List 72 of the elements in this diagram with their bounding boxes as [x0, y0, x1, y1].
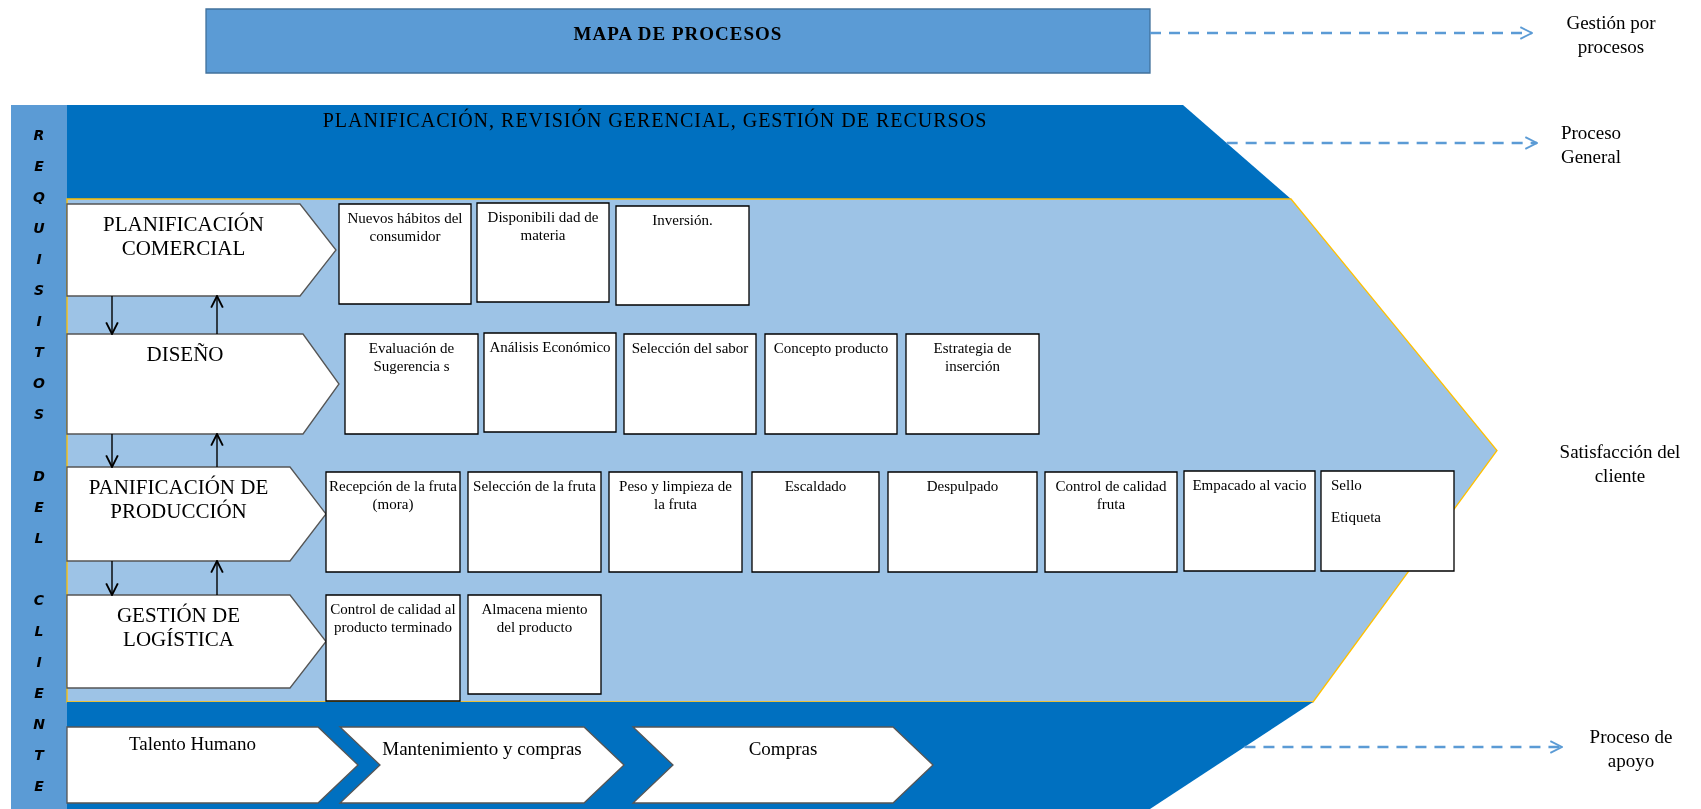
- process-step: [67, 467, 326, 561]
- dashed-arrow: [1150, 26, 1533, 40]
- annotation-text: Proceso de apoyo: [1566, 725, 1696, 777]
- activity-box: [1184, 471, 1315, 571]
- arrow: [105, 433, 119, 468]
- activity-box: [1321, 471, 1454, 571]
- activity-text: Etiqueta: [1330, 508, 1382, 526]
- activity-text: Control de calidad al producto terminado: [329, 600, 457, 636]
- process-step: [67, 334, 339, 434]
- activity-box: [468, 472, 601, 572]
- activity-box: [906, 334, 1039, 434]
- activity-box: [326, 472, 460, 572]
- activity-text: Escaldado: [783, 477, 848, 495]
- process-step: [67, 595, 326, 688]
- side-band: [11, 105, 67, 809]
- arrow: [105, 560, 119, 596]
- arrow: [210, 433, 224, 468]
- process-label: PANIFICACIÓN DE PRODUCCIÓN: [87, 474, 270, 524]
- activity-box: [1045, 472, 1177, 572]
- annotation-text: Satisfacción del cliente: [1558, 440, 1682, 488]
- arrow: [210, 560, 224, 596]
- dashed-arrow: [1244, 740, 1563, 754]
- process-label: Talento Humano: [128, 732, 257, 755]
- annotation-text: Gestión por procesos: [1536, 11, 1686, 63]
- activity-text: Concepto producto: [772, 339, 890, 357]
- activity-box: [468, 595, 601, 694]
- activity-box: [477, 203, 609, 302]
- dashed-arrow: [1226, 136, 1538, 150]
- activity-text: Inversión.: [651, 211, 714, 229]
- process-label: Mantenimiento y compras: [381, 737, 583, 761]
- activity-text: Nuevos hábitos del consumidor: [346, 209, 464, 245]
- activity-text: Estrategia de inserción: [932, 339, 1013, 375]
- activity-box: [616, 206, 749, 305]
- process-step: [67, 727, 358, 803]
- process-band: [67, 702, 1313, 809]
- activity-text: Control de calidad fruta: [1054, 477, 1168, 513]
- process-arrow-area: [67, 199, 1497, 702]
- process-band: [67, 105, 1291, 199]
- title-banner: [206, 9, 1150, 73]
- arrow: [210, 295, 224, 335]
- activity-box: [609, 472, 742, 572]
- process-label: PLANIFICACIÓN COMERCIAL: [102, 211, 265, 261]
- activity-text: Empacado al vacio: [1191, 476, 1308, 494]
- title-text: MAPA DE PROCESOS: [572, 22, 784, 45]
- activity-text: Sello: [1330, 476, 1363, 494]
- process-step: [67, 204, 336, 296]
- process-label: Compras: [747, 737, 819, 761]
- activity-box: [326, 595, 460, 701]
- annotation-text: Proceso General: [1541, 121, 1641, 173]
- activity-text: Disponibili dad de materia: [486, 208, 600, 244]
- activity-text: Selección del sabor: [630, 339, 750, 357]
- activity-box: [345, 334, 478, 434]
- process-label: GESTIÓN DE LOGÍSTICA: [115, 602, 242, 652]
- arrow: [105, 295, 119, 335]
- activity-box: [752, 472, 879, 572]
- activity-text: Selección de la fruta: [472, 477, 597, 495]
- activity-box: [624, 334, 756, 434]
- activity-box: [484, 333, 616, 432]
- activity-text: Recepción de la fruta (mora): [328, 477, 458, 513]
- activity-box: [339, 204, 471, 304]
- activity-text: Análisis Económico: [488, 338, 612, 356]
- band-heading: PLANIFICACIÓN, REVISIÓN GERENCIAL, GESTIÓN DE RECURSOS: [321, 107, 989, 132]
- activity-box: [888, 472, 1037, 572]
- vertical-label: REQUISITOS DEL CLIENTE: [31, 127, 47, 809]
- activity-text: Almacena miento del producto: [480, 600, 589, 636]
- activity-text: Evaluación de Sugerencia s: [367, 339, 456, 375]
- process-step: [633, 727, 933, 803]
- process-step: [340, 727, 624, 803]
- activity-text: Despulpado: [925, 477, 1000, 495]
- activity-box: [765, 334, 897, 434]
- activity-text: Peso y limpieza de la fruta: [618, 477, 733, 513]
- process-label: DISEÑO: [145, 341, 225, 367]
